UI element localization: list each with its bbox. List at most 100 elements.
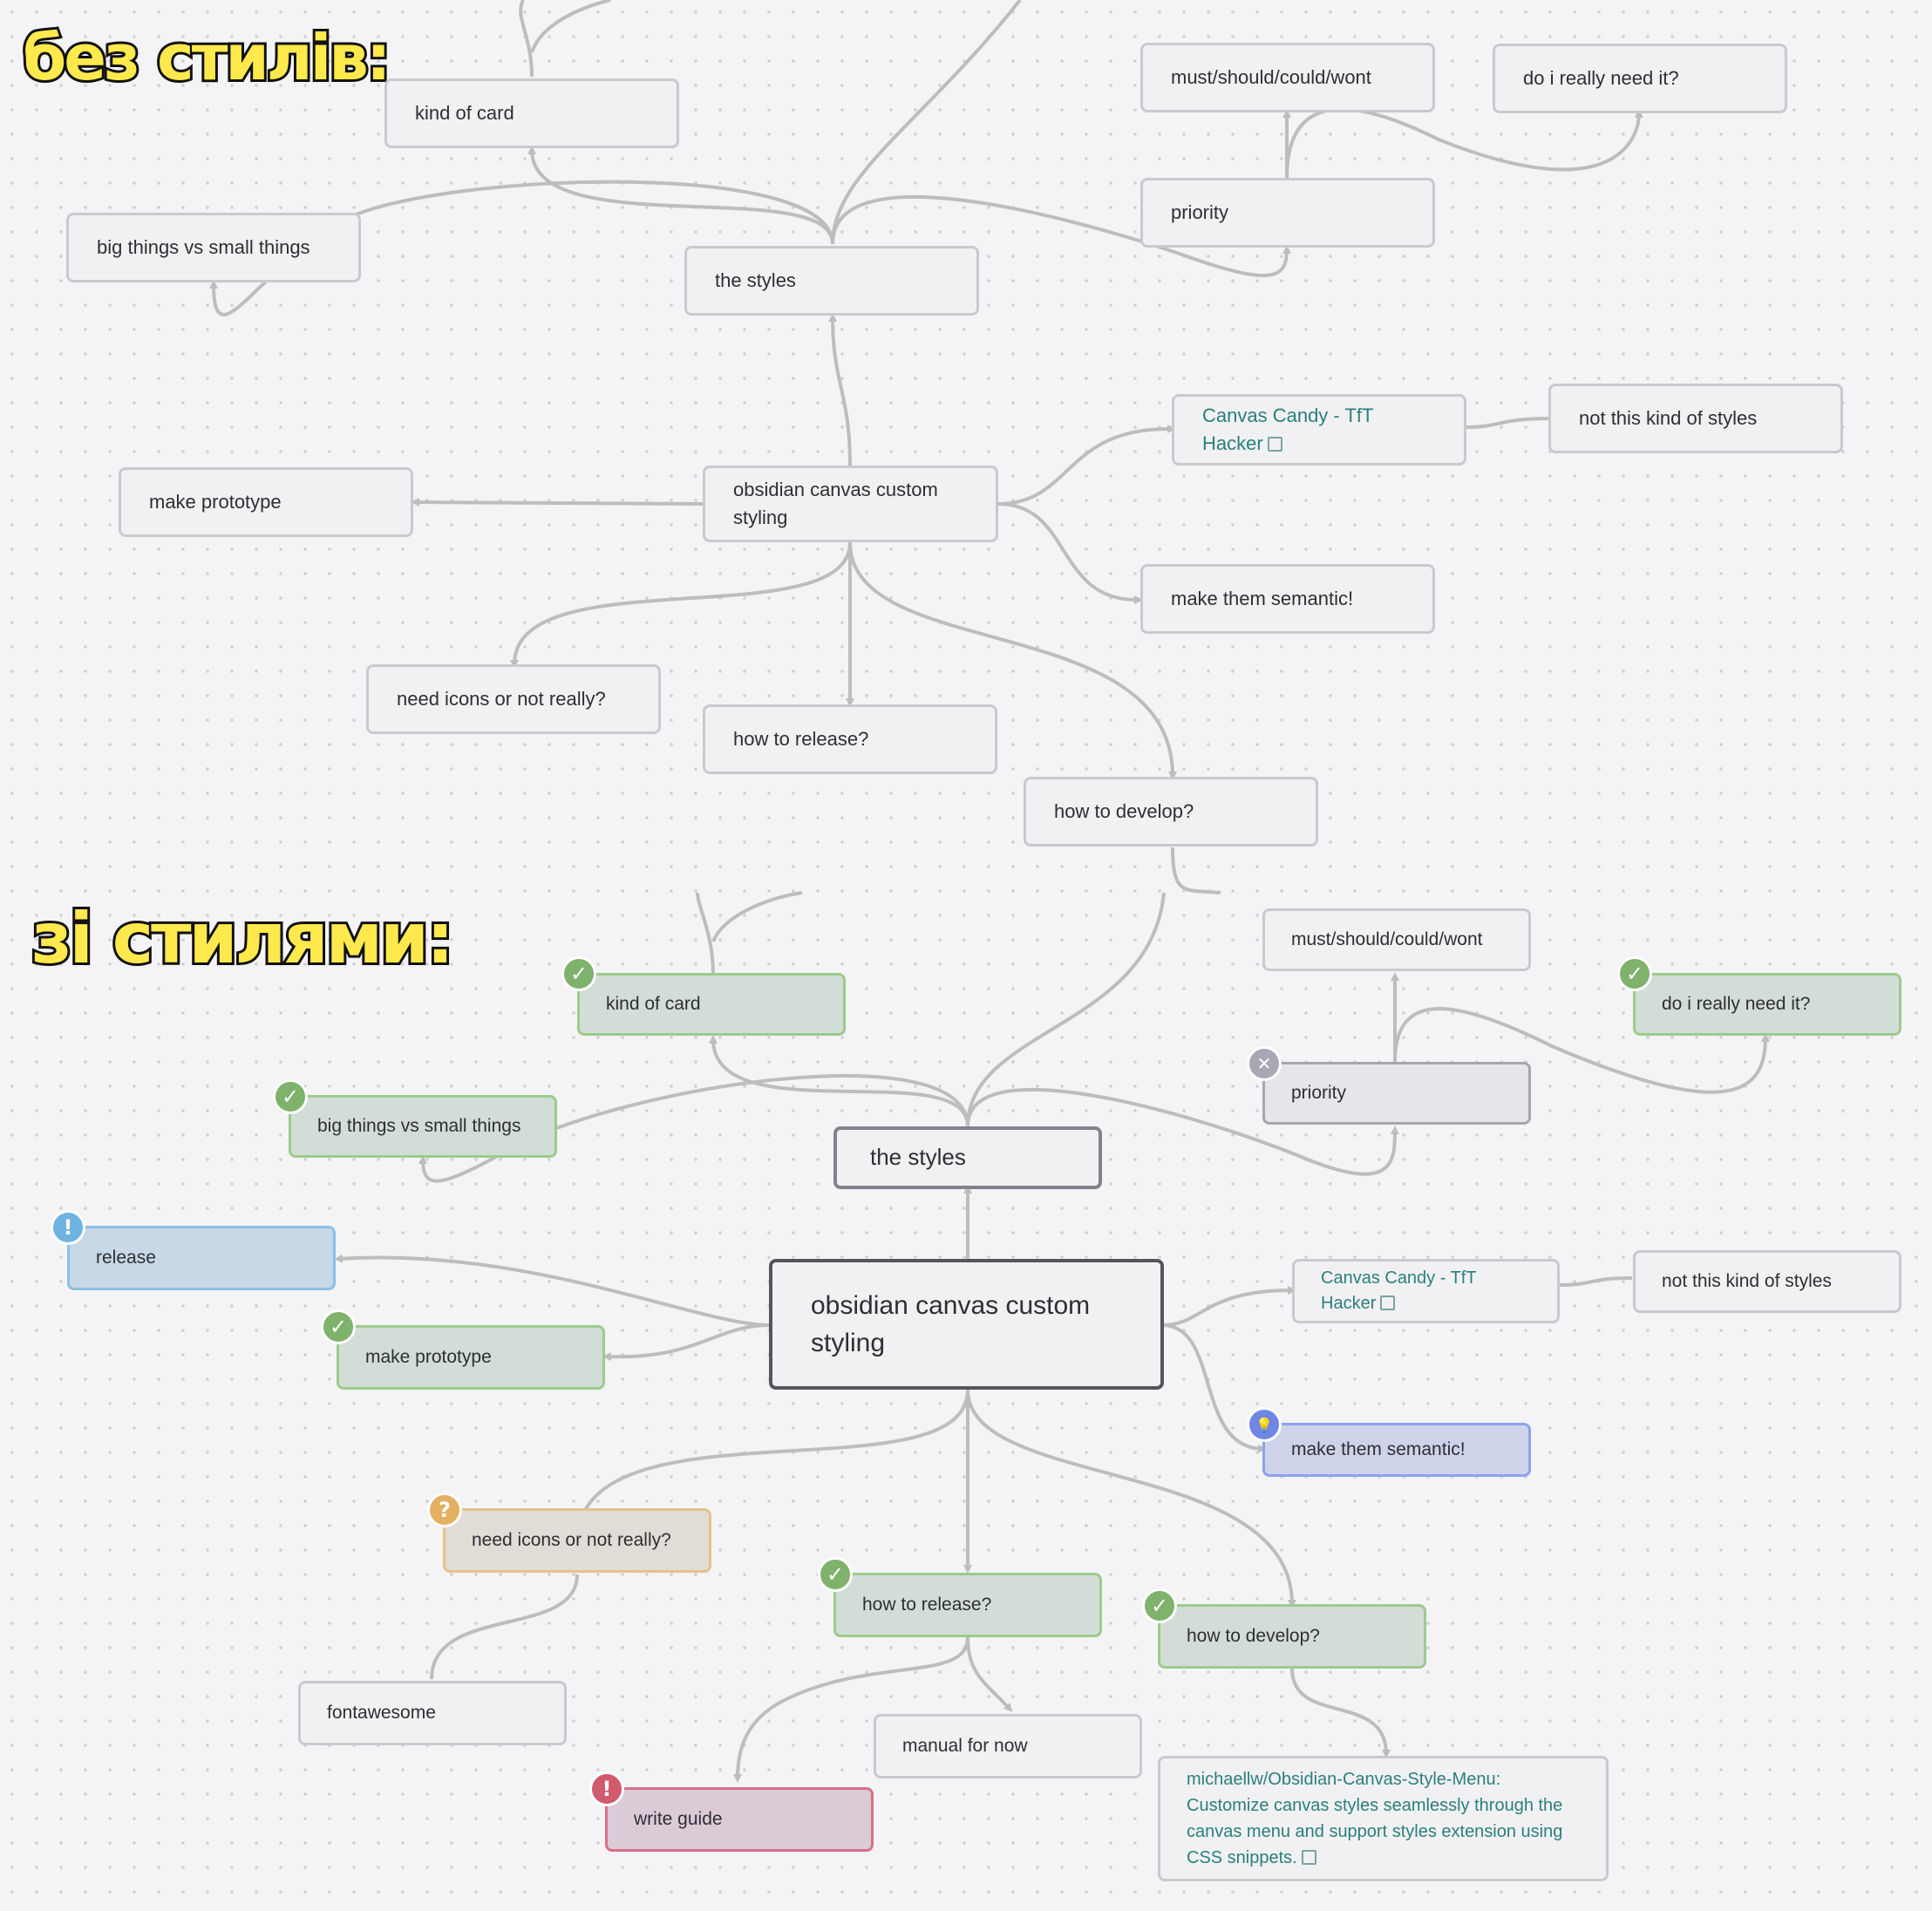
lightbulb-icon: 💡 bbox=[1247, 1407, 1282, 1442]
edge bbox=[966, 1636, 1013, 1712]
heading-without-styles: без стилів: bbox=[20, 18, 394, 97]
edge bbox=[966, 892, 1166, 1127]
external-link-icon bbox=[1380, 1296, 1396, 1310]
edge bbox=[1285, 107, 1643, 179]
card-label: make them semantic! bbox=[1171, 588, 1354, 610]
card-label: the styles bbox=[870, 1144, 966, 1171]
card-do-i-need-styled[interactable]: do i really need it? bbox=[1633, 973, 1901, 1036]
card-how-release-styled[interactable]: how to release? bbox=[833, 1573, 1102, 1637]
edge bbox=[530, 0, 611, 53]
card-the-styles[interactable]: the styles bbox=[684, 246, 979, 316]
edge bbox=[510, 541, 852, 669]
edge bbox=[828, 313, 852, 466]
card-need-icons[interactable]: need icons or not really? bbox=[366, 664, 661, 734]
card-priority[interactable]: priority bbox=[1140, 178, 1435, 248]
card-write-guide[interactable]: write guide bbox=[605, 1787, 874, 1852]
edge bbox=[1466, 417, 1551, 429]
edge bbox=[209, 180, 834, 316]
external-link-icon bbox=[1267, 437, 1282, 452]
external-link-icon bbox=[1301, 1850, 1316, 1865]
card-priority-styled[interactable]: priority bbox=[1262, 1062, 1531, 1125]
card-how-release[interactable]: how to release? bbox=[703, 704, 997, 774]
card-label: Canvas Candy - TfT Hacker bbox=[1202, 405, 1374, 454]
card-canvas-candy-link-styled[interactable]: Canvas Candy - TfT Hacker bbox=[1292, 1259, 1560, 1323]
check-icon: ✓ bbox=[1617, 956, 1652, 991]
edge bbox=[572, 1389, 969, 1547]
card-style-menu-link[interactable]: michaellw/Obsidian-Canvas-Style-Menu: Cu… bbox=[1158, 1756, 1609, 1881]
card-main-topic[interactable]: obsidian canvas custom styling bbox=[703, 466, 998, 542]
edge bbox=[997, 502, 1143, 605]
card-label: must/should/could/wont bbox=[1171, 66, 1371, 89]
edge bbox=[966, 1389, 1296, 1608]
card-label: make them semantic! bbox=[1291, 1438, 1466, 1459]
card-big-small-styled[interactable]: big things vs small things bbox=[289, 1095, 557, 1158]
card-big-small[interactable]: big things vs small things bbox=[66, 213, 361, 282]
heading-with-styles: зі стилями: bbox=[29, 895, 457, 982]
edge bbox=[527, 146, 834, 245]
edge bbox=[1161, 1323, 1267, 1453]
card-need-icons-styled[interactable]: need icons or not really? bbox=[443, 1508, 711, 1573]
edge bbox=[733, 1636, 969, 1783]
card-canvas-candy-link[interactable]: Canvas Candy - TfT Hacker bbox=[1172, 394, 1466, 466]
card-release[interactable]: release bbox=[67, 1226, 336, 1290]
card-how-develop[interactable]: how to develop? bbox=[1024, 777, 1318, 847]
card-label: the styles bbox=[715, 269, 796, 292]
edge bbox=[334, 1254, 771, 1327]
edge bbox=[1161, 1286, 1296, 1327]
card-must-should-styled[interactable]: must/should/could/wont bbox=[1262, 908, 1531, 971]
card-label: big things vs small things bbox=[97, 236, 310, 259]
card-label: release bbox=[96, 1247, 156, 1268]
card-make-prototype[interactable]: make prototype bbox=[119, 467, 413, 537]
card-label: must/should/could/wont bbox=[1291, 928, 1483, 949]
card-label: need icons or not really? bbox=[397, 688, 606, 711]
check-icon: ✓ bbox=[273, 1079, 308, 1114]
check-icon: ✓ bbox=[561, 956, 596, 991]
edge bbox=[1171, 847, 1221, 894]
check-icon: ✓ bbox=[818, 1557, 853, 1592]
check-icon: ✓ bbox=[321, 1309, 356, 1344]
edge bbox=[418, 1074, 969, 1183]
card-kind-of-card-styled[interactable]: kind of card bbox=[577, 973, 846, 1036]
edge bbox=[1393, 1007, 1770, 1094]
info-icon: ! bbox=[51, 1210, 85, 1245]
error-icon: ! bbox=[589, 1772, 624, 1806]
card-main-topic-styled[interactable]: obsidian canvas custom styling bbox=[769, 1259, 1164, 1390]
edge bbox=[848, 541, 1177, 780]
card-label: need icons or not really? bbox=[472, 1529, 671, 1550]
edge bbox=[519, 0, 534, 78]
card-label: priority bbox=[1291, 1082, 1347, 1103]
card-label: obsidian canvas custom styling bbox=[733, 479, 938, 528]
card-label: kind of card bbox=[606, 993, 701, 1014]
card-label: how to develop? bbox=[1187, 1625, 1320, 1646]
question-icon: ? bbox=[427, 1493, 462, 1527]
edge bbox=[696, 892, 715, 976]
card-must-should[interactable]: must/should/could/wont bbox=[1140, 43, 1435, 112]
edge bbox=[602, 1323, 771, 1362]
card-manual-for-now[interactable]: manual for now bbox=[874, 1714, 1142, 1778]
card-fontawesome[interactable]: fontawesome bbox=[298, 1681, 567, 1745]
card-label: how to develop? bbox=[1054, 800, 1194, 823]
card-make-semantic[interactable]: make them semantic! bbox=[1140, 564, 1435, 634]
card-make-prototype-styled[interactable]: make prototype bbox=[337, 1325, 605, 1390]
card-kind-of-card[interactable]: kind of card bbox=[384, 78, 679, 148]
card-how-develop-styled[interactable]: how to develop? bbox=[1158, 1604, 1426, 1669]
card-label: how to release? bbox=[733, 728, 869, 751]
card-label: kind of card bbox=[415, 102, 514, 125]
card-not-this-kind[interactable]: not this kind of styles bbox=[1548, 384, 1843, 453]
card-label: make prototype bbox=[149, 491, 282, 513]
card-label: do i really need it? bbox=[1523, 67, 1679, 90]
card-label: write guide bbox=[634, 1808, 723, 1829]
card-label: how to release? bbox=[862, 1594, 992, 1615]
card-label: fontawesome bbox=[327, 1702, 436, 1723]
card-label: Canvas Candy - TfT Hacker bbox=[1321, 1268, 1477, 1313]
card-label: manual for now bbox=[902, 1735, 1028, 1756]
card-not-this-kind-styled[interactable]: not this kind of styles bbox=[1633, 1250, 1901, 1313]
card-do-i-need[interactable]: do i really need it? bbox=[1493, 44, 1787, 113]
edge bbox=[1558, 1276, 1633, 1287]
check-icon: ✓ bbox=[1142, 1588, 1177, 1623]
card-make-semantic-styled[interactable]: make them semantic! bbox=[1262, 1423, 1531, 1477]
card-label: priority bbox=[1171, 201, 1229, 224]
edge bbox=[997, 424, 1176, 506]
card-the-styles-styled[interactable]: the styles bbox=[833, 1126, 1102, 1189]
